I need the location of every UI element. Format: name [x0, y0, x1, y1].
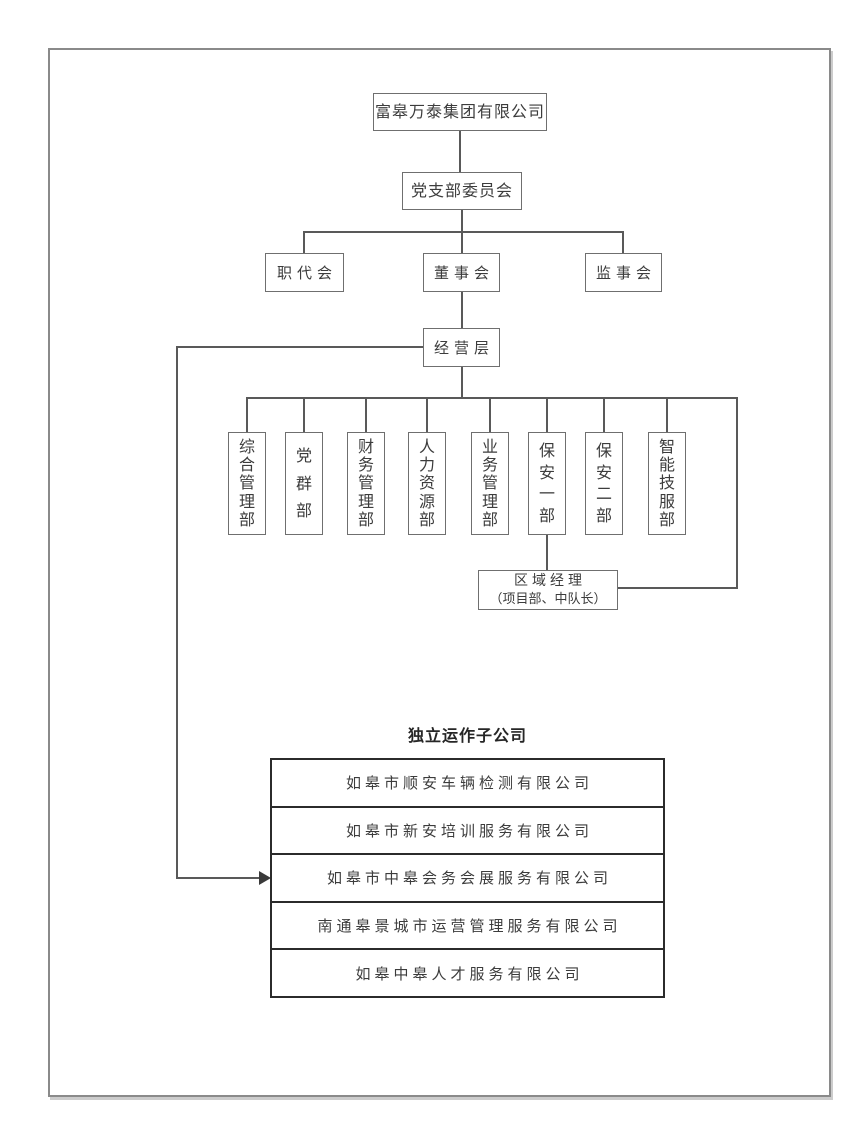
- arrow-head-icon: [259, 871, 271, 885]
- company-row: 如皋市顺安车辆检测有限公司: [272, 760, 663, 808]
- root-company-box: 富皋万泰集团有限公司: [373, 93, 547, 131]
- connector-drop-dept-8: [666, 399, 668, 432]
- connector-board-management: [461, 292, 463, 328]
- management-layer-label: 经营层: [433, 338, 494, 357]
- staff-congress-label: 职代会: [276, 263, 337, 282]
- regional-manager-subtitle: （项目部、中队长）: [489, 591, 607, 607]
- connector-regional-right: [618, 587, 738, 589]
- connector-drop-board: [461, 232, 463, 253]
- dept-hr-box: 人力资源部: [408, 432, 446, 535]
- connector-arrow-line: [176, 877, 261, 879]
- connector-drop-staff-congress: [303, 232, 305, 253]
- company-row: 如皋中皋人才服务有限公司: [355, 964, 584, 983]
- connector-management-left: [176, 346, 424, 348]
- board-of-directors-box: 董事会: [423, 253, 500, 292]
- connector-party-down: [461, 210, 463, 232]
- supervisory-board-label: 监事会: [595, 263, 656, 282]
- staff-congress-box: 职代会: [265, 253, 344, 292]
- connector-management-down: [461, 367, 463, 398]
- root-company-label: 富皋万泰集团有限公司: [374, 102, 545, 122]
- board-of-directors-label: 董事会: [433, 263, 494, 282]
- party-committee-box: 党支部委员会: [402, 172, 522, 210]
- connector-drop-dept-4: [426, 399, 428, 432]
- connector-drop-dept-7: [603, 399, 605, 432]
- connector-governance-bus: [303, 231, 624, 233]
- connector-drop-dept-1: [246, 399, 248, 432]
- dept-party-mass-box: 党群部: [285, 432, 323, 535]
- dept-intelligent-tech-box: 智能技服部: [648, 432, 686, 535]
- management-layer-box: 经营层: [423, 328, 500, 367]
- dept-general-admin-box: 综合管理部: [228, 432, 266, 535]
- dept-security-1-box: 保安一部: [528, 432, 566, 535]
- connector-root-party: [459, 131, 461, 172]
- dept-finance-box: 财务管理部: [347, 432, 385, 535]
- connector-drop-supervisory: [622, 232, 624, 253]
- company-row: 如皋市新安培训服务有限公司: [272, 808, 663, 856]
- connector-departments-bus: [246, 397, 738, 399]
- dept-business-box: 业务管理部: [471, 432, 509, 535]
- company-row: 如皋市中皋会务会展服务有限公司: [272, 855, 663, 903]
- connector-drop-dept-5: [489, 399, 491, 432]
- connector-drop-dept-6: [546, 399, 548, 432]
- connector-left-drop: [176, 346, 178, 879]
- connector-security1-regional: [546, 535, 548, 570]
- subsidiaries-heading: 独立运作子公司: [407, 726, 527, 745]
- regional-manager-title: 区域经理: [514, 572, 586, 589]
- regional-manager-box: 区域经理 （项目部、中队长）: [478, 570, 618, 610]
- connector-right-drop: [736, 397, 738, 589]
- company-row: 南通皋景城市运营管理服务有限公司: [272, 903, 663, 951]
- subsidiaries-table: 如皋市顺安车辆检测有限公司 如皋市新安培训服务有限公司 如皋市中皋会务会展服务有…: [270, 758, 665, 998]
- party-committee-label: 党支部委员会: [410, 181, 513, 201]
- dept-security-2-box: 保安二部: [585, 432, 623, 535]
- supervisory-board-box: 监事会: [585, 253, 662, 292]
- connector-drop-dept-3: [365, 399, 367, 432]
- connector-drop-dept-2: [303, 399, 305, 432]
